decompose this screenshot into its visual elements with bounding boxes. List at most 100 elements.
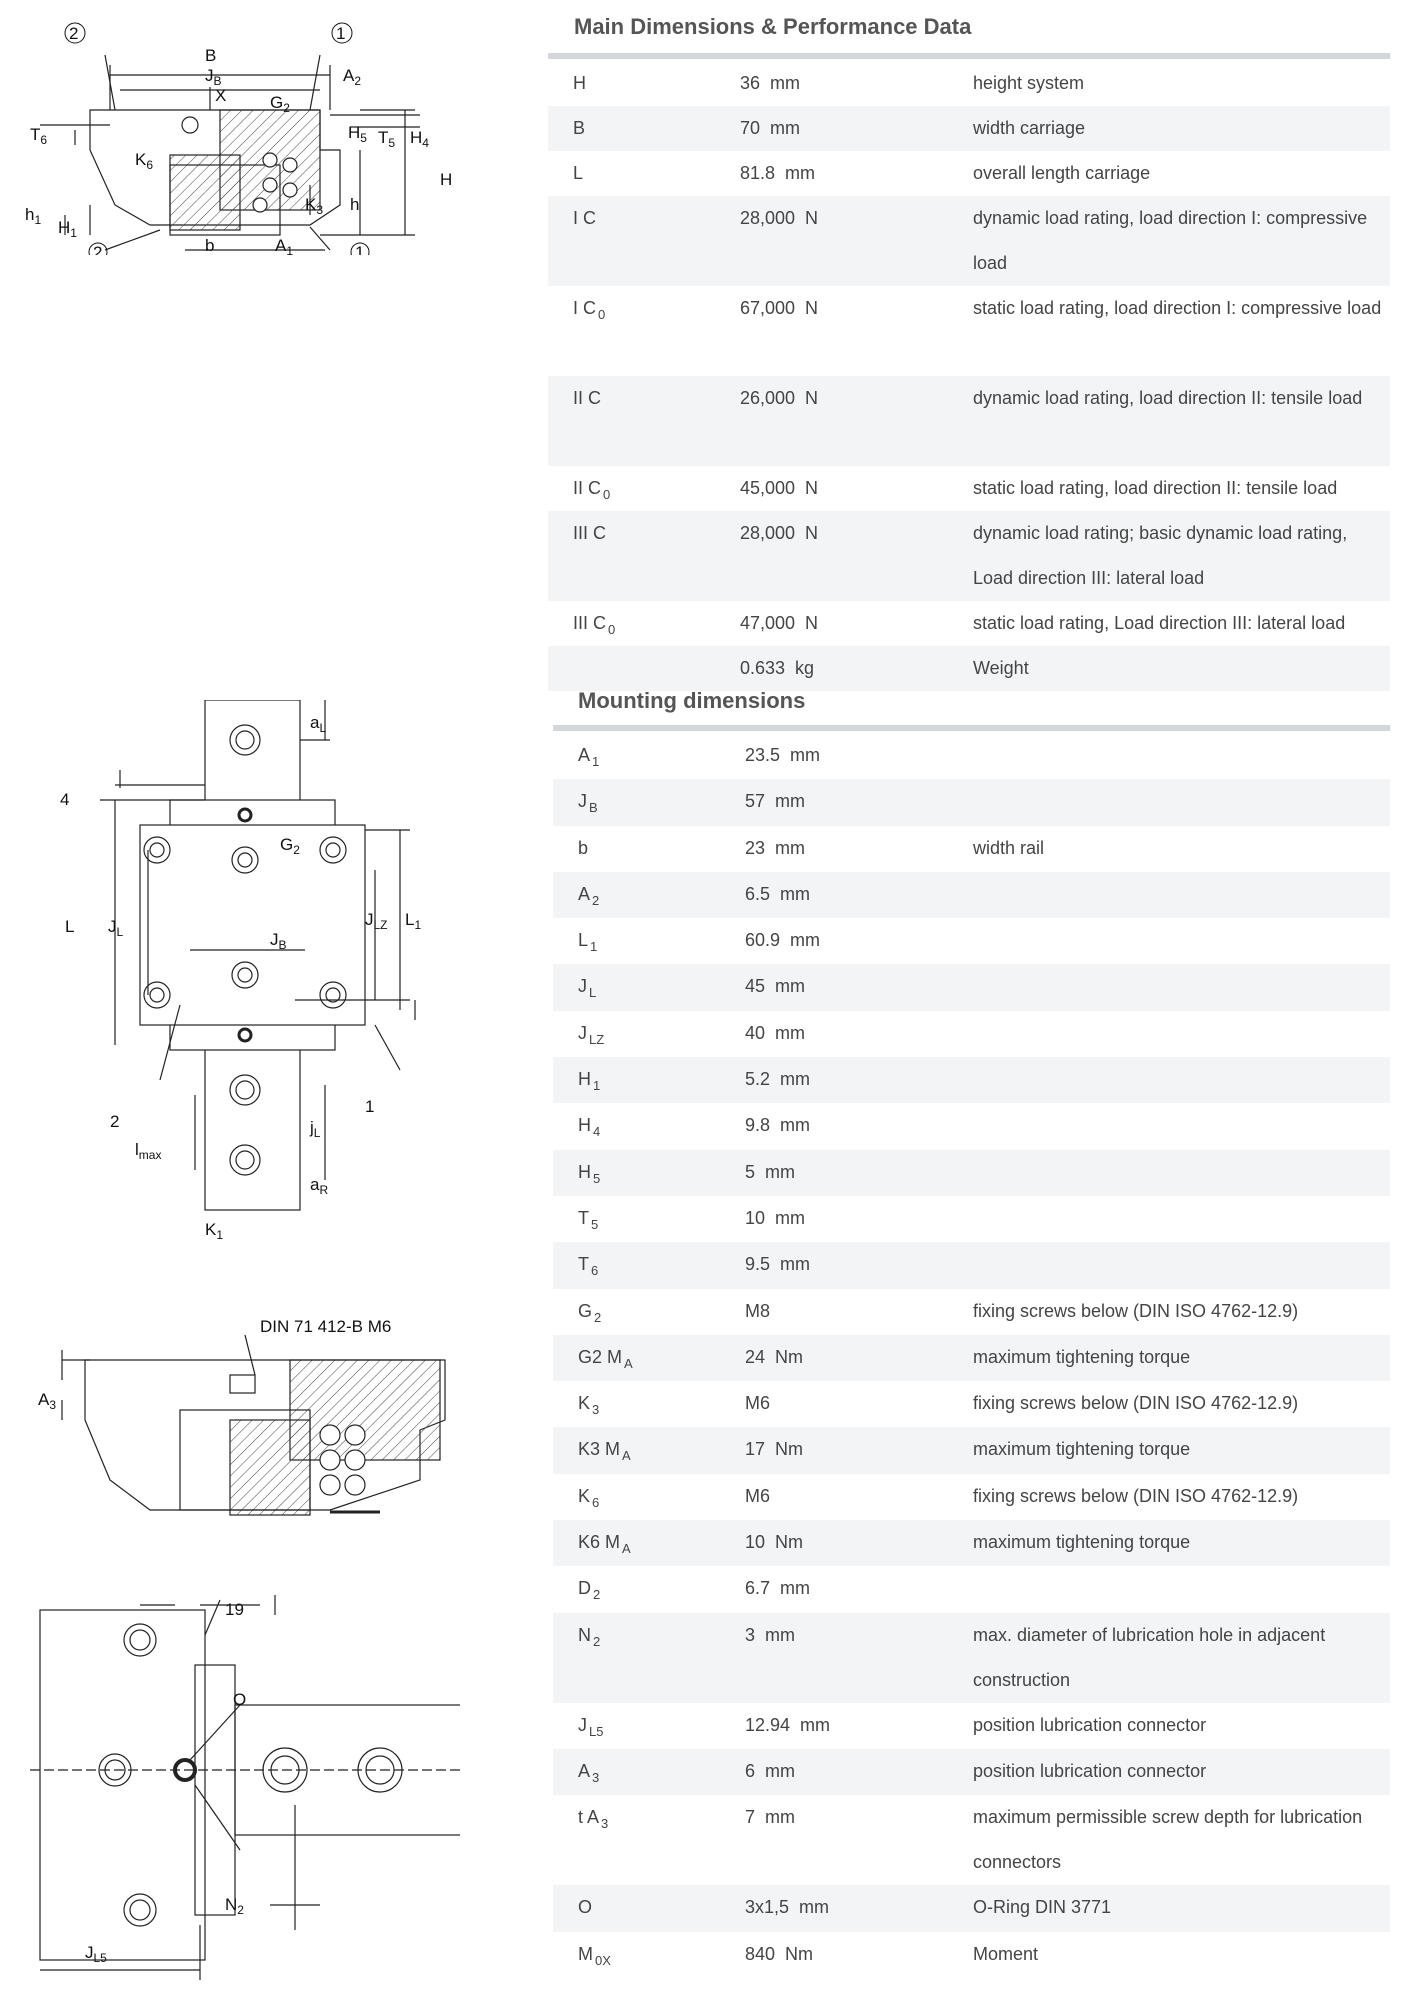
param-subscript: 0: [608, 622, 616, 637]
param-name: H: [578, 1069, 591, 1090]
value-cell: 40 mm: [745, 1022, 806, 1043]
param-name: B: [573, 118, 586, 138]
description-cell: overall length carriage: [973, 163, 1151, 183]
param-subscript: 2: [594, 1309, 602, 1325]
param-name: III C: [573, 613, 607, 633]
description-cell: max. diameter of lubrication hole in adj…: [973, 1624, 1326, 1690]
description-cell: O-Ring DIN 3771: [973, 1897, 1112, 1918]
value-cell: 45 mm: [745, 976, 806, 997]
description-cell: Weight: [973, 658, 1029, 678]
param-subscript: 1: [592, 754, 600, 769]
section-view-drawing: DIN 71 412-B M6 A3: [30, 1280, 460, 1530]
param-name: H: [573, 73, 586, 93]
value-cell: 6.7 mm: [745, 1578, 811, 1599]
description-cell: maximum tightening torque: [973, 1346, 1191, 1367]
param-name: H: [578, 1161, 591, 1182]
label-lmax: lmax: [135, 1140, 161, 1162]
param-name: L: [578, 930, 589, 951]
param-subscript: 3: [592, 1402, 600, 1418]
label-h1: h1: [25, 205, 41, 227]
param-name: A: [578, 1760, 591, 1781]
value-cell: 7 mm: [745, 1807, 796, 1828]
value-cell: 45,000 N: [740, 478, 819, 498]
label-G2-top: G2: [280, 835, 300, 857]
label-1-top-view: 1: [365, 1097, 374, 1116]
param-cell: H: [573, 61, 588, 107]
label-L1: L1: [405, 910, 421, 932]
param-name: II C: [573, 478, 602, 498]
label-b: b: [205, 236, 214, 255]
param-cell: O: [578, 1885, 594, 1931]
label-H4: H4: [410, 128, 429, 150]
value-cell: 26,000 N: [740, 388, 819, 408]
table-row: H 36 mm height system: [548, 61, 1390, 106]
main-section-rule: [548, 53, 1390, 59]
mounting-section-rule: [553, 725, 1390, 731]
label-T5: T5: [378, 128, 395, 150]
param-subscript: L: [589, 985, 597, 1001]
label-4: 4: [60, 790, 69, 809]
param-cell: [573, 646, 575, 692]
param-name: t A: [578, 1807, 600, 1828]
param-subscript: 4: [593, 1124, 601, 1140]
description-cell: height system: [973, 73, 1085, 93]
label-JB-top: JB: [270, 930, 287, 952]
label-19: 19: [225, 1600, 244, 1619]
description-cell: position lubrication connector: [973, 1714, 1207, 1735]
label-A3: A3: [38, 1390, 56, 1412]
value-cell: 23.5 mm: [745, 745, 821, 765]
param-name: III C: [573, 523, 607, 543]
param-name: M: [578, 1943, 593, 1964]
param-subscript: 5: [591, 1216, 599, 1232]
label-2-bottom: 2: [93, 243, 102, 255]
value-cell: M8: [745, 1300, 771, 1321]
param-name: II C: [573, 388, 602, 408]
label-A1: A1: [275, 236, 293, 255]
param-subscript: 6: [592, 1494, 600, 1510]
value-cell: 81.8 mm: [740, 163, 816, 183]
param-name: N: [578, 1624, 591, 1645]
param-name: J: [578, 791, 587, 812]
param-name: K3 M: [578, 1439, 621, 1460]
label-JL: JL: [108, 917, 124, 939]
label-h: h: [350, 195, 359, 214]
label-1-bottom: 1: [355, 243, 364, 255]
description-cell: static load rating, Load direction III: …: [973, 613, 1346, 633]
param-name: T: [578, 1254, 589, 1275]
param-subscript: L5: [589, 1723, 604, 1739]
label-G2: G2: [270, 93, 290, 115]
param-subscript: B: [589, 800, 598, 816]
value-cell: 24 Nm: [745, 1346, 804, 1367]
value-cell: 5 mm: [745, 1161, 796, 1182]
mounting-section-title: Mounting dimensions: [578, 688, 806, 713]
label-H: H: [440, 170, 452, 189]
description-cell: static load rating, load direction II: t…: [973, 478, 1338, 498]
param-name: T: [578, 1207, 589, 1228]
param-subscript: 2: [593, 1633, 601, 1649]
value-cell: 36 mm: [740, 73, 801, 93]
label-2-top-view: 2: [110, 1112, 119, 1131]
description-cell: width rail: [973, 837, 1045, 858]
value-cell: 12.94 mm: [745, 1714, 831, 1735]
description-cell: maximum tightening torque: [973, 1532, 1191, 1553]
param-name: H: [578, 1115, 591, 1136]
